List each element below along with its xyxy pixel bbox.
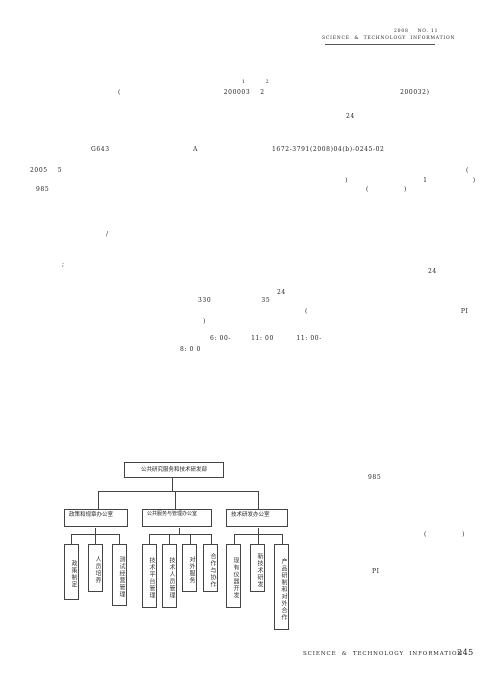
- connector: [258, 491, 259, 509]
- footer-journal: SCIENCE & TECHNOLOGY INFORMATION: [303, 651, 464, 657]
- body-number-24a: 24: [428, 268, 437, 275]
- connector: [190, 534, 191, 544]
- body-slash: /: [106, 231, 109, 238]
- leaf-new-tech-rnd: 新技术研发: [250, 544, 265, 592]
- leaf-staff-training: 人员培养: [88, 544, 103, 592]
- body-paren-pi: ( PI: [305, 308, 469, 315]
- body-paren-2: ) 1 ): [345, 177, 476, 184]
- connector: [95, 534, 96, 544]
- leaf-staff-management: 技术人员管理: [162, 544, 177, 608]
- connector: [234, 534, 235, 544]
- connector: [119, 534, 120, 544]
- connector: [175, 491, 176, 509]
- body-numbers-330-35: 330 35: [198, 297, 271, 304]
- body-paren-1: (: [466, 167, 469, 174]
- connector: [211, 534, 212, 544]
- body-number-24b: 24: [277, 289, 286, 296]
- body-times: 6: 00- 11: 00 11: 00-: [210, 335, 322, 342]
- connector: [258, 534, 259, 544]
- connector: [258, 528, 259, 534]
- document-code: A: [193, 146, 198, 153]
- body-year: 2005 5: [30, 167, 63, 174]
- leaf-instrument-dev: 现有仪器开发: [226, 544, 241, 608]
- leaf-product-dev: 产品研制和对外合作: [274, 544, 289, 630]
- body-semicolon: ;: [62, 261, 65, 268]
- author-marks: 1 2: [242, 80, 270, 85]
- connector: [98, 491, 258, 492]
- right-pi: PI: [372, 568, 380, 575]
- body-times-2: 8: 0 0: [180, 346, 201, 353]
- connector: [172, 478, 173, 491]
- body-number-985: 985: [36, 186, 50, 193]
- body-paren-close: ): [203, 318, 206, 325]
- leaf-platform-management: 技术平台管理: [142, 544, 157, 608]
- connector: [149, 534, 150, 544]
- abstract-marker: 24: [346, 113, 355, 120]
- connector: [179, 528, 180, 534]
- classification-number: G643: [91, 146, 110, 153]
- affiliation-line: ( 200003 2 200032): [118, 89, 430, 96]
- journal-header: SCIENCE & TECHNOLOGY INFORMATION: [322, 36, 456, 41]
- connector: [149, 534, 211, 535]
- office-rnd-box: 技术研发办公室: [226, 509, 288, 527]
- office-service-box: 公共服务与管理办公室: [142, 509, 212, 527]
- connector: [282, 534, 283, 544]
- article-id: 1672-3791(2008)04(b)-0245-02: [272, 146, 385, 153]
- connector: [169, 534, 170, 544]
- office-policy-label: 政策和规章办公室: [69, 512, 114, 518]
- page-number: 245: [457, 648, 474, 657]
- org-root-box: 公共研究服务和技术研发部: [124, 462, 224, 478]
- issue-number: 2008 NO. 11: [394, 29, 439, 34]
- body-paren-3: ( ): [366, 186, 407, 193]
- leaf-test-management: 测试经营管理: [112, 544, 127, 606]
- connector: [71, 534, 72, 544]
- office-rnd-label: 技术研发办公室: [231, 512, 270, 518]
- connector: [95, 528, 96, 534]
- office-policy-box: 政策和规章办公室: [64, 509, 128, 527]
- header-rule: [325, 44, 435, 45]
- org-root-label: 公共研究服务和技术研发部: [140, 467, 207, 473]
- right-number-985: 985: [368, 474, 382, 481]
- right-paren: ( ): [424, 531, 465, 538]
- office-service-label: 公共服务与管理办公室: [147, 511, 198, 517]
- leaf-cooperation: 合作与协作: [203, 544, 218, 592]
- connector: [98, 491, 99, 509]
- leaf-policy-making: 政策制定: [64, 544, 79, 600]
- leaf-external-service: 对外服务: [182, 544, 197, 592]
